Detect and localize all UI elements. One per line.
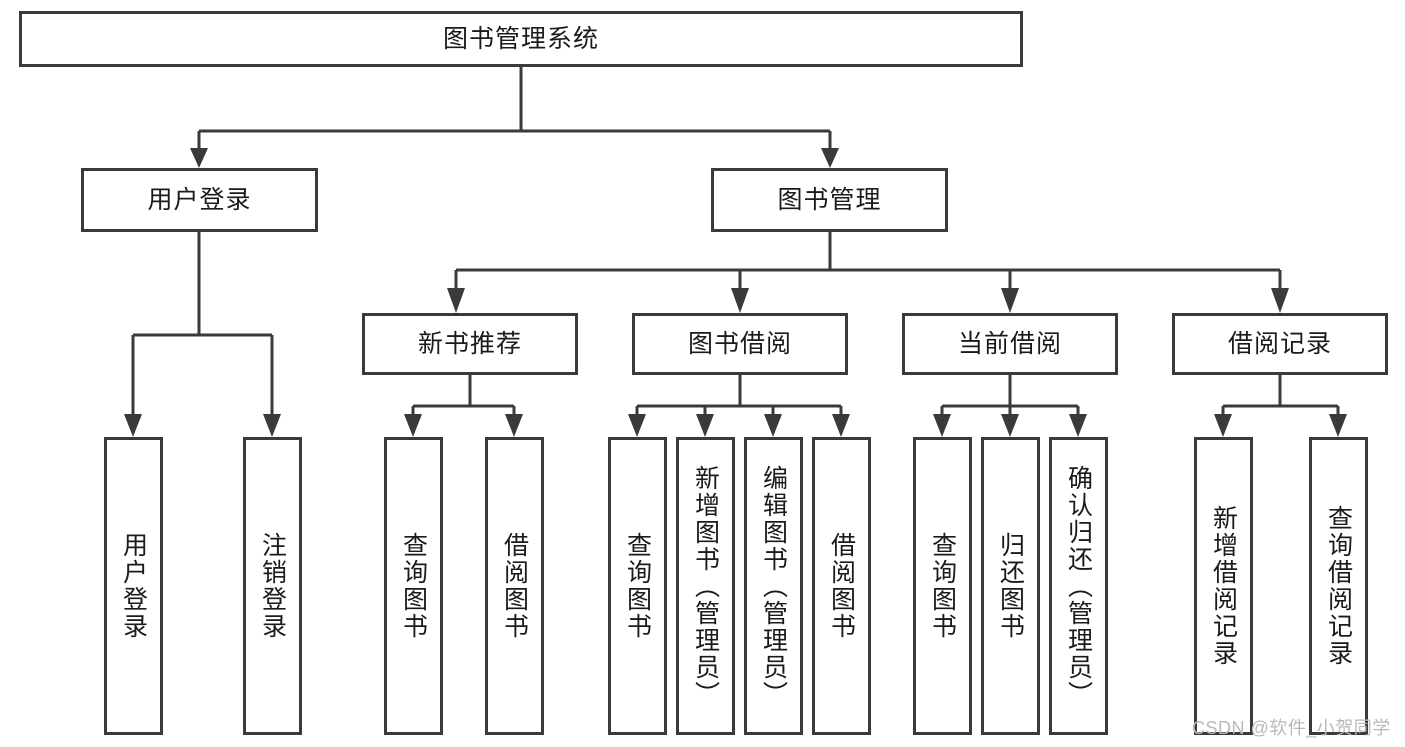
arrowhead-borrow-book-1 bbox=[505, 414, 523, 437]
node-user-login[interactable]: 用户登录 bbox=[81, 168, 318, 232]
node-book-manage[interactable]: 图书管理 bbox=[711, 168, 948, 232]
node-root-label: 图书管理系统 bbox=[442, 24, 599, 53]
node-book-borrow-label: 图书借阅 bbox=[687, 329, 792, 358]
node-leaf-query-record[interactable]: 查询借阅记录 bbox=[1309, 437, 1368, 735]
node-leaf-edit-book-label: 编辑图书（管理员） bbox=[759, 464, 788, 708]
node-leaf-borrow-book-2[interactable]: 借阅图书 bbox=[812, 437, 871, 735]
node-leaf-query-book-1[interactable]: 查询图书 bbox=[384, 437, 443, 735]
csdn-watermark: CSDN @软件_小贺同学 bbox=[1192, 718, 1391, 738]
node-leaf-logout[interactable]: 注销登录 bbox=[243, 437, 302, 735]
arrowhead-bookmanage bbox=[821, 148, 839, 168]
node-leaf-return-book-label: 归还图书 bbox=[996, 532, 1025, 640]
arrowhead-add-record bbox=[1214, 414, 1232, 437]
node-current-borrow-label: 当前借阅 bbox=[957, 329, 1062, 358]
node-new-book-rec-label: 新书推荐 bbox=[417, 329, 522, 358]
node-leaf-query-record-label: 查询借阅记录 bbox=[1324, 505, 1353, 667]
arrowhead-query-record bbox=[1329, 414, 1347, 437]
node-leaf-query-book-1-label: 查询图书 bbox=[399, 532, 428, 640]
node-leaf-query-book-2-label: 查询图书 bbox=[623, 532, 652, 640]
arrowhead-borrow-book-2 bbox=[832, 414, 850, 437]
node-leaf-edit-book[interactable]: 编辑图书（管理员） bbox=[744, 437, 803, 735]
node-user-login-label: 用户登录 bbox=[147, 185, 252, 214]
node-leaf-borrow-book-2-label: 借阅图书 bbox=[827, 532, 856, 640]
arrowhead-confirm-return bbox=[1069, 414, 1087, 437]
node-leaf-add-record[interactable]: 新增借阅记录 bbox=[1194, 437, 1253, 735]
arrowhead-leaf-user-login bbox=[124, 414, 142, 437]
node-root[interactable]: 图书管理系统 bbox=[19, 11, 1023, 67]
arrowhead-query-book-2 bbox=[628, 414, 646, 437]
node-new-book-rec[interactable]: 新书推荐 bbox=[362, 313, 578, 375]
node-leaf-add-record-label: 新增借阅记录 bbox=[1209, 505, 1238, 667]
node-leaf-query-book-2[interactable]: 查询图书 bbox=[608, 437, 667, 735]
node-leaf-logout-label: 注销登录 bbox=[258, 532, 287, 640]
arrowhead-query-book-1 bbox=[404, 414, 422, 437]
node-current-borrow[interactable]: 当前借阅 bbox=[902, 313, 1118, 375]
node-leaf-borrow-book-1-label: 借阅图书 bbox=[500, 532, 529, 640]
arrowhead-query-book-3 bbox=[933, 414, 951, 437]
node-book-manage-label: 图书管理 bbox=[777, 185, 882, 214]
node-leaf-return-book[interactable]: 归还图书 bbox=[981, 437, 1040, 735]
arrowhead-borrow-record bbox=[1271, 288, 1289, 313]
node-leaf-add-book[interactable]: 新增图书（管理员） bbox=[676, 437, 735, 735]
node-leaf-query-book-3[interactable]: 查询图书 bbox=[913, 437, 972, 735]
node-book-borrow[interactable]: 图书借阅 bbox=[632, 313, 848, 375]
arrowhead-add-book bbox=[696, 414, 714, 437]
node-leaf-user-login[interactable]: 用户登录 bbox=[104, 437, 163, 735]
node-leaf-borrow-book-1[interactable]: 借阅图书 bbox=[485, 437, 544, 735]
node-leaf-add-book-label: 新增图书（管理员） bbox=[691, 464, 720, 708]
arrowhead-book-borrow bbox=[731, 288, 749, 313]
arrowhead-current-borrow bbox=[1001, 288, 1019, 313]
arrowhead-return-book bbox=[1001, 414, 1019, 437]
node-borrow-record[interactable]: 借阅记录 bbox=[1172, 313, 1388, 375]
arrowhead-edit-book bbox=[764, 414, 782, 437]
node-leaf-confirm-return[interactable]: 确认归还（管理员） bbox=[1049, 437, 1108, 735]
arrowhead-leaf-logout bbox=[263, 414, 281, 437]
node-leaf-user-login-label: 用户登录 bbox=[119, 532, 148, 640]
arrowhead-userlogin bbox=[190, 148, 208, 168]
node-borrow-record-label: 借阅记录 bbox=[1227, 329, 1332, 358]
node-leaf-confirm-return-label: 确认归还（管理员） bbox=[1064, 464, 1093, 708]
arrowhead-new-book-rec bbox=[447, 288, 465, 313]
node-leaf-query-book-3-label: 查询图书 bbox=[928, 532, 957, 640]
